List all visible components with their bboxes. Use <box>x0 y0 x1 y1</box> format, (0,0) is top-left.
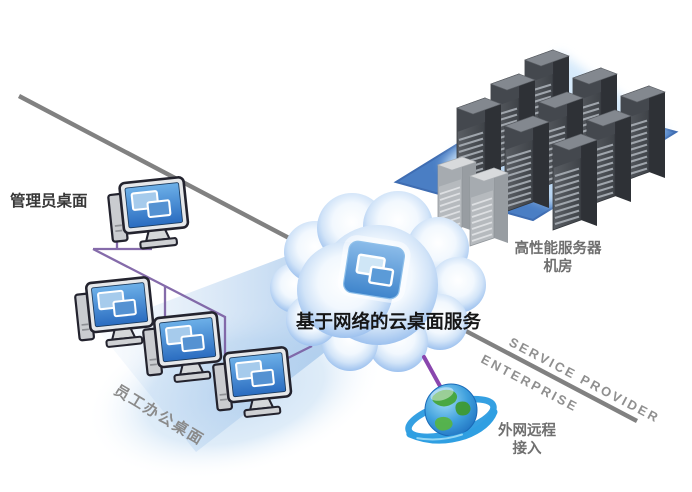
server-room-label-line1: 高性能服务器 <box>515 239 602 257</box>
employee-desktop-icon-2 <box>140 310 225 387</box>
admin-desktop-label: 管理员桌面 <box>10 191 88 210</box>
cloud-desktop-icon <box>337 235 411 303</box>
cloud-icon <box>270 191 486 372</box>
cloud-service-title: 基于网络的云桌面服务 <box>296 311 482 332</box>
admin-desktop-icon <box>105 175 192 253</box>
internet-access-label-line2: 接入 <box>513 439 542 457</box>
server-room-label-line2: 机房 <box>544 257 573 275</box>
server-rack-icons <box>437 48 667 247</box>
globe-icon <box>405 383 498 444</box>
globe-continents <box>432 389 471 431</box>
employee-desktop-icon-3 <box>210 345 295 422</box>
front-rack-icon-2 <box>469 167 509 247</box>
server-room-cluster <box>393 48 679 247</box>
internet-access-label-line1: 外网远程 <box>498 421 556 439</box>
